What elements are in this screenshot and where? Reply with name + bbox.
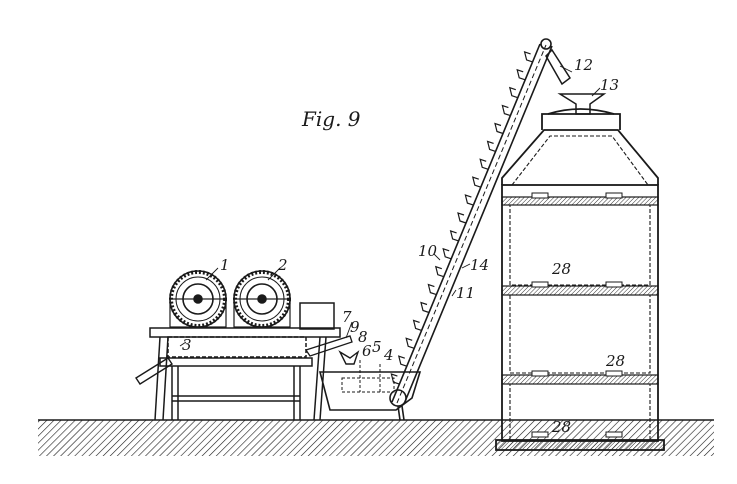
- storage-building: [495, 108, 665, 451]
- bucket-elevator: [391, 38, 553, 405]
- support-table: [149, 327, 341, 421]
- bin-opening: [605, 281, 623, 288]
- elevator-bucket: [397, 355, 407, 367]
- elevator-bucket: [523, 50, 533, 63]
- label-4: 4: [383, 346, 394, 364]
- label-28-lower: 28: [551, 418, 571, 436]
- figure-title: Fig. 9: [301, 107, 361, 131]
- bin-opening: [531, 370, 549, 377]
- bin-openings: [531, 192, 623, 438]
- label-5: 5: [372, 338, 382, 356]
- elevator-bucket: [405, 337, 415, 349]
- label-14: 14: [470, 256, 489, 274]
- elevator-bucket: [390, 373, 400, 385]
- elevator-bucket: [479, 158, 489, 170]
- trough: [304, 335, 353, 357]
- bin-opening: [531, 281, 549, 288]
- label-11: 11: [456, 284, 475, 302]
- label-28-middle: 28: [605, 352, 625, 370]
- label-28-upper: 28: [551, 260, 571, 278]
- label-13: 13: [600, 76, 619, 94]
- elevator-bucket: [412, 319, 422, 331]
- spout: [545, 48, 572, 86]
- elevator-bucket: [427, 283, 437, 296]
- elevator-bucket: [434, 265, 444, 278]
- bin-opening: [605, 370, 623, 377]
- elevator-bucket: [494, 122, 504, 135]
- bin-opening: [605, 431, 623, 438]
- elevator-bucket: [449, 229, 459, 242]
- elevator-bucket: [420, 301, 430, 314]
- elevator-bucket: [471, 176, 481, 188]
- leader-lines: [179, 65, 601, 347]
- label-1: 1: [220, 256, 230, 274]
- drum-machine-1: [169, 270, 227, 328]
- elevator-bucket: [442, 247, 452, 260]
- label-12: 12: [574, 56, 593, 74]
- discharge-chute: [135, 357, 173, 385]
- label-6: 6: [362, 342, 372, 360]
- label-7: 7: [342, 308, 352, 326]
- ground: [38, 419, 714, 456]
- label-2: 2: [277, 256, 288, 274]
- elevator-bucket: [501, 104, 511, 117]
- label-9: 9: [350, 318, 360, 336]
- elevator-bucket: [464, 194, 474, 206]
- elevator-buckets: [390, 50, 533, 385]
- label-8: 8: [358, 328, 368, 346]
- label-3: 3: [182, 336, 192, 354]
- bin-opening: [531, 431, 549, 438]
- drum-machine-2: [233, 270, 291, 328]
- bin-opening: [531, 192, 549, 199]
- motor-box: [299, 302, 335, 330]
- valve: [338, 350, 360, 365]
- elevator-bucket: [516, 68, 526, 81]
- elevator-bucket: [457, 212, 467, 224]
- elevator-bucket: [486, 140, 496, 152]
- label-10: 10: [418, 242, 438, 260]
- elevator-bucket: [508, 86, 518, 99]
- bin-opening: [605, 192, 623, 199]
